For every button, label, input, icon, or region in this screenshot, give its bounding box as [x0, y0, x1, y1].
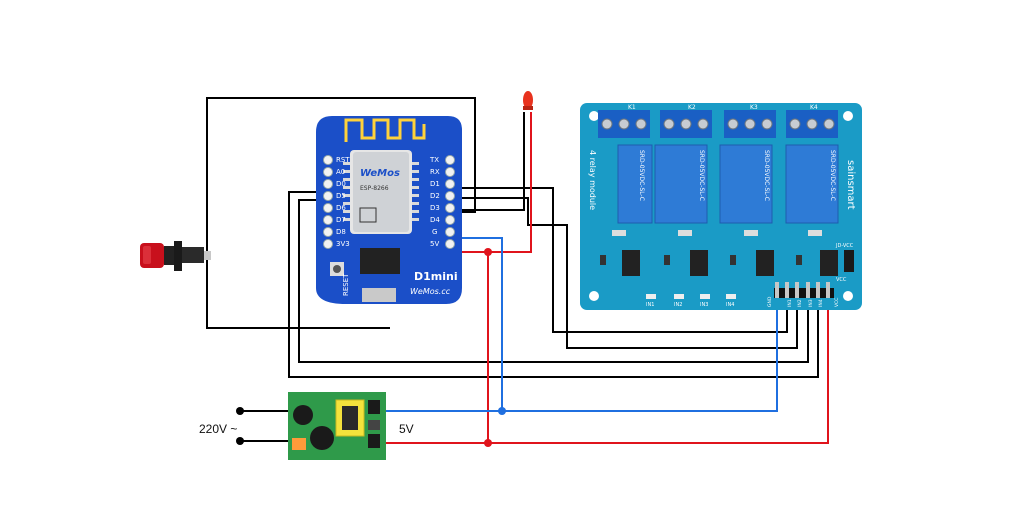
pin-label-left-2: D0: [336, 180, 346, 188]
pin-label-left-7: 3V3: [336, 240, 350, 248]
relay-label-1: K1: [628, 104, 636, 111]
micro-usb: [362, 288, 396, 302]
usb-chip: [360, 248, 400, 274]
right-pin-header: [445, 155, 455, 249]
header-pin-gnd: GND: [767, 296, 773, 307]
relay-brand: sainsmart: [845, 160, 856, 210]
jumper: [844, 250, 854, 272]
junction-red-bottom: [484, 439, 492, 447]
push-button: [140, 241, 211, 271]
pin-label-right-1: RX: [430, 168, 440, 176]
wemos-brand: WeMos: [360, 168, 400, 179]
jumper-label-1: JD-VCC: [835, 243, 854, 249]
relay-label-3: K3: [750, 104, 758, 111]
gnd-wire: [385, 300, 778, 412]
vcc-wire: [385, 300, 829, 444]
relay-label-2: K2: [688, 104, 696, 111]
antenna-trace: [344, 118, 426, 142]
relay-3: [719, 144, 773, 224]
led-label-2: IN2: [674, 302, 682, 308]
pin-label-left-5: D7: [336, 216, 346, 224]
pin-label-right-7: 5V: [430, 240, 439, 248]
mains-terminal-2: [236, 437, 244, 445]
side-text: 4 relay module: [588, 150, 597, 210]
capacitor-2: [310, 426, 334, 450]
button-body: [164, 246, 174, 265]
relay-label-4: K4: [810, 104, 818, 111]
junction-red-top: [484, 248, 492, 256]
pin-label-right-2: D1: [430, 180, 440, 188]
supply-voltage-label: 5V: [399, 422, 414, 436]
input-header: [774, 282, 834, 298]
driver-components: [600, 230, 838, 276]
gnd-drop: [455, 237, 503, 411]
pin-label-right-5: D4: [430, 216, 440, 224]
jumper-label-2: VCC: [836, 277, 847, 283]
mains-terminal-1: [236, 407, 244, 415]
model-label: D1mini: [414, 270, 458, 283]
header-pin-in3: IN3: [808, 299, 814, 307]
black-wires: [206, 97, 819, 442]
screw-terminals: [598, 110, 838, 138]
mains-label: 220V ~: [199, 422, 237, 436]
relay-model-1: SRD-05VDC-SL-C: [638, 150, 645, 201]
junction-blue: [498, 407, 506, 415]
header-pin-in1: IN1: [787, 299, 793, 307]
header-pin-vcc: VCC: [834, 298, 840, 307]
left-pin-header: [323, 155, 333, 249]
capacitor-1: [293, 405, 313, 425]
pin-label-right-3: D2: [430, 192, 440, 200]
sensor-wire-red: [455, 112, 532, 253]
wire-in4: [288, 191, 819, 378]
header-pin-in4: IN4: [818, 299, 824, 307]
sensor-wire-black: [455, 112, 525, 211]
relay-model-2: SRD-05VDC-SL-C: [698, 150, 705, 201]
wemos-d1-mini: WeMos ESP-8266: [316, 116, 462, 304]
relay-model-4: SRD-05VDC-SL-C: [829, 150, 836, 201]
reset-label: RESET: [342, 273, 350, 296]
pin-label-left-1: A0: [336, 168, 345, 176]
pin-label-left-3: D5: [336, 192, 346, 200]
sensor-led: [523, 91, 533, 110]
led-label-4: IN4: [726, 302, 734, 308]
button-wire-bottom: [206, 255, 390, 329]
led-label-3: IN3: [700, 302, 708, 308]
site-label: WeMos.cc: [410, 287, 451, 296]
module-name: ESP-8266: [360, 185, 389, 192]
header-pin-in2: IN2: [797, 299, 803, 307]
wire-in3: [298, 199, 809, 363]
pin-label-left-4: D6: [336, 204, 346, 212]
pin-label-left-0: RST: [336, 156, 350, 164]
pin-label-right-4: D3: [430, 204, 440, 212]
led-label-1: IN1: [646, 302, 654, 308]
relay-2: [654, 144, 708, 224]
wires: [206, 97, 829, 447]
pin-label-right-6: G: [432, 228, 437, 236]
led-head: [523, 91, 533, 109]
wire-in1: [455, 187, 788, 333]
pin-label-left-6: D8: [336, 228, 346, 236]
relays: SRD-05VDC-SL-C SRD-05VDC-SL-C SRD-05VDC-…: [617, 144, 839, 224]
relay-board: K1 K2 K3 K4 SRD-05VDC-SL-C SRD-05VDC-SL-…: [580, 103, 862, 310]
pin-label-right-0: TX: [429, 156, 439, 164]
relay-1: [617, 144, 653, 224]
relay-4: [785, 144, 839, 224]
wire-in2: [455, 197, 798, 349]
blue-wires: [385, 237, 778, 412]
module-pads: [343, 162, 419, 221]
relay-model-3: SRD-05VDC-SL-C: [763, 150, 770, 201]
power-supply-module: [288, 392, 386, 460]
button-wire-top: [206, 97, 476, 255]
status-leds: [646, 294, 736, 299]
